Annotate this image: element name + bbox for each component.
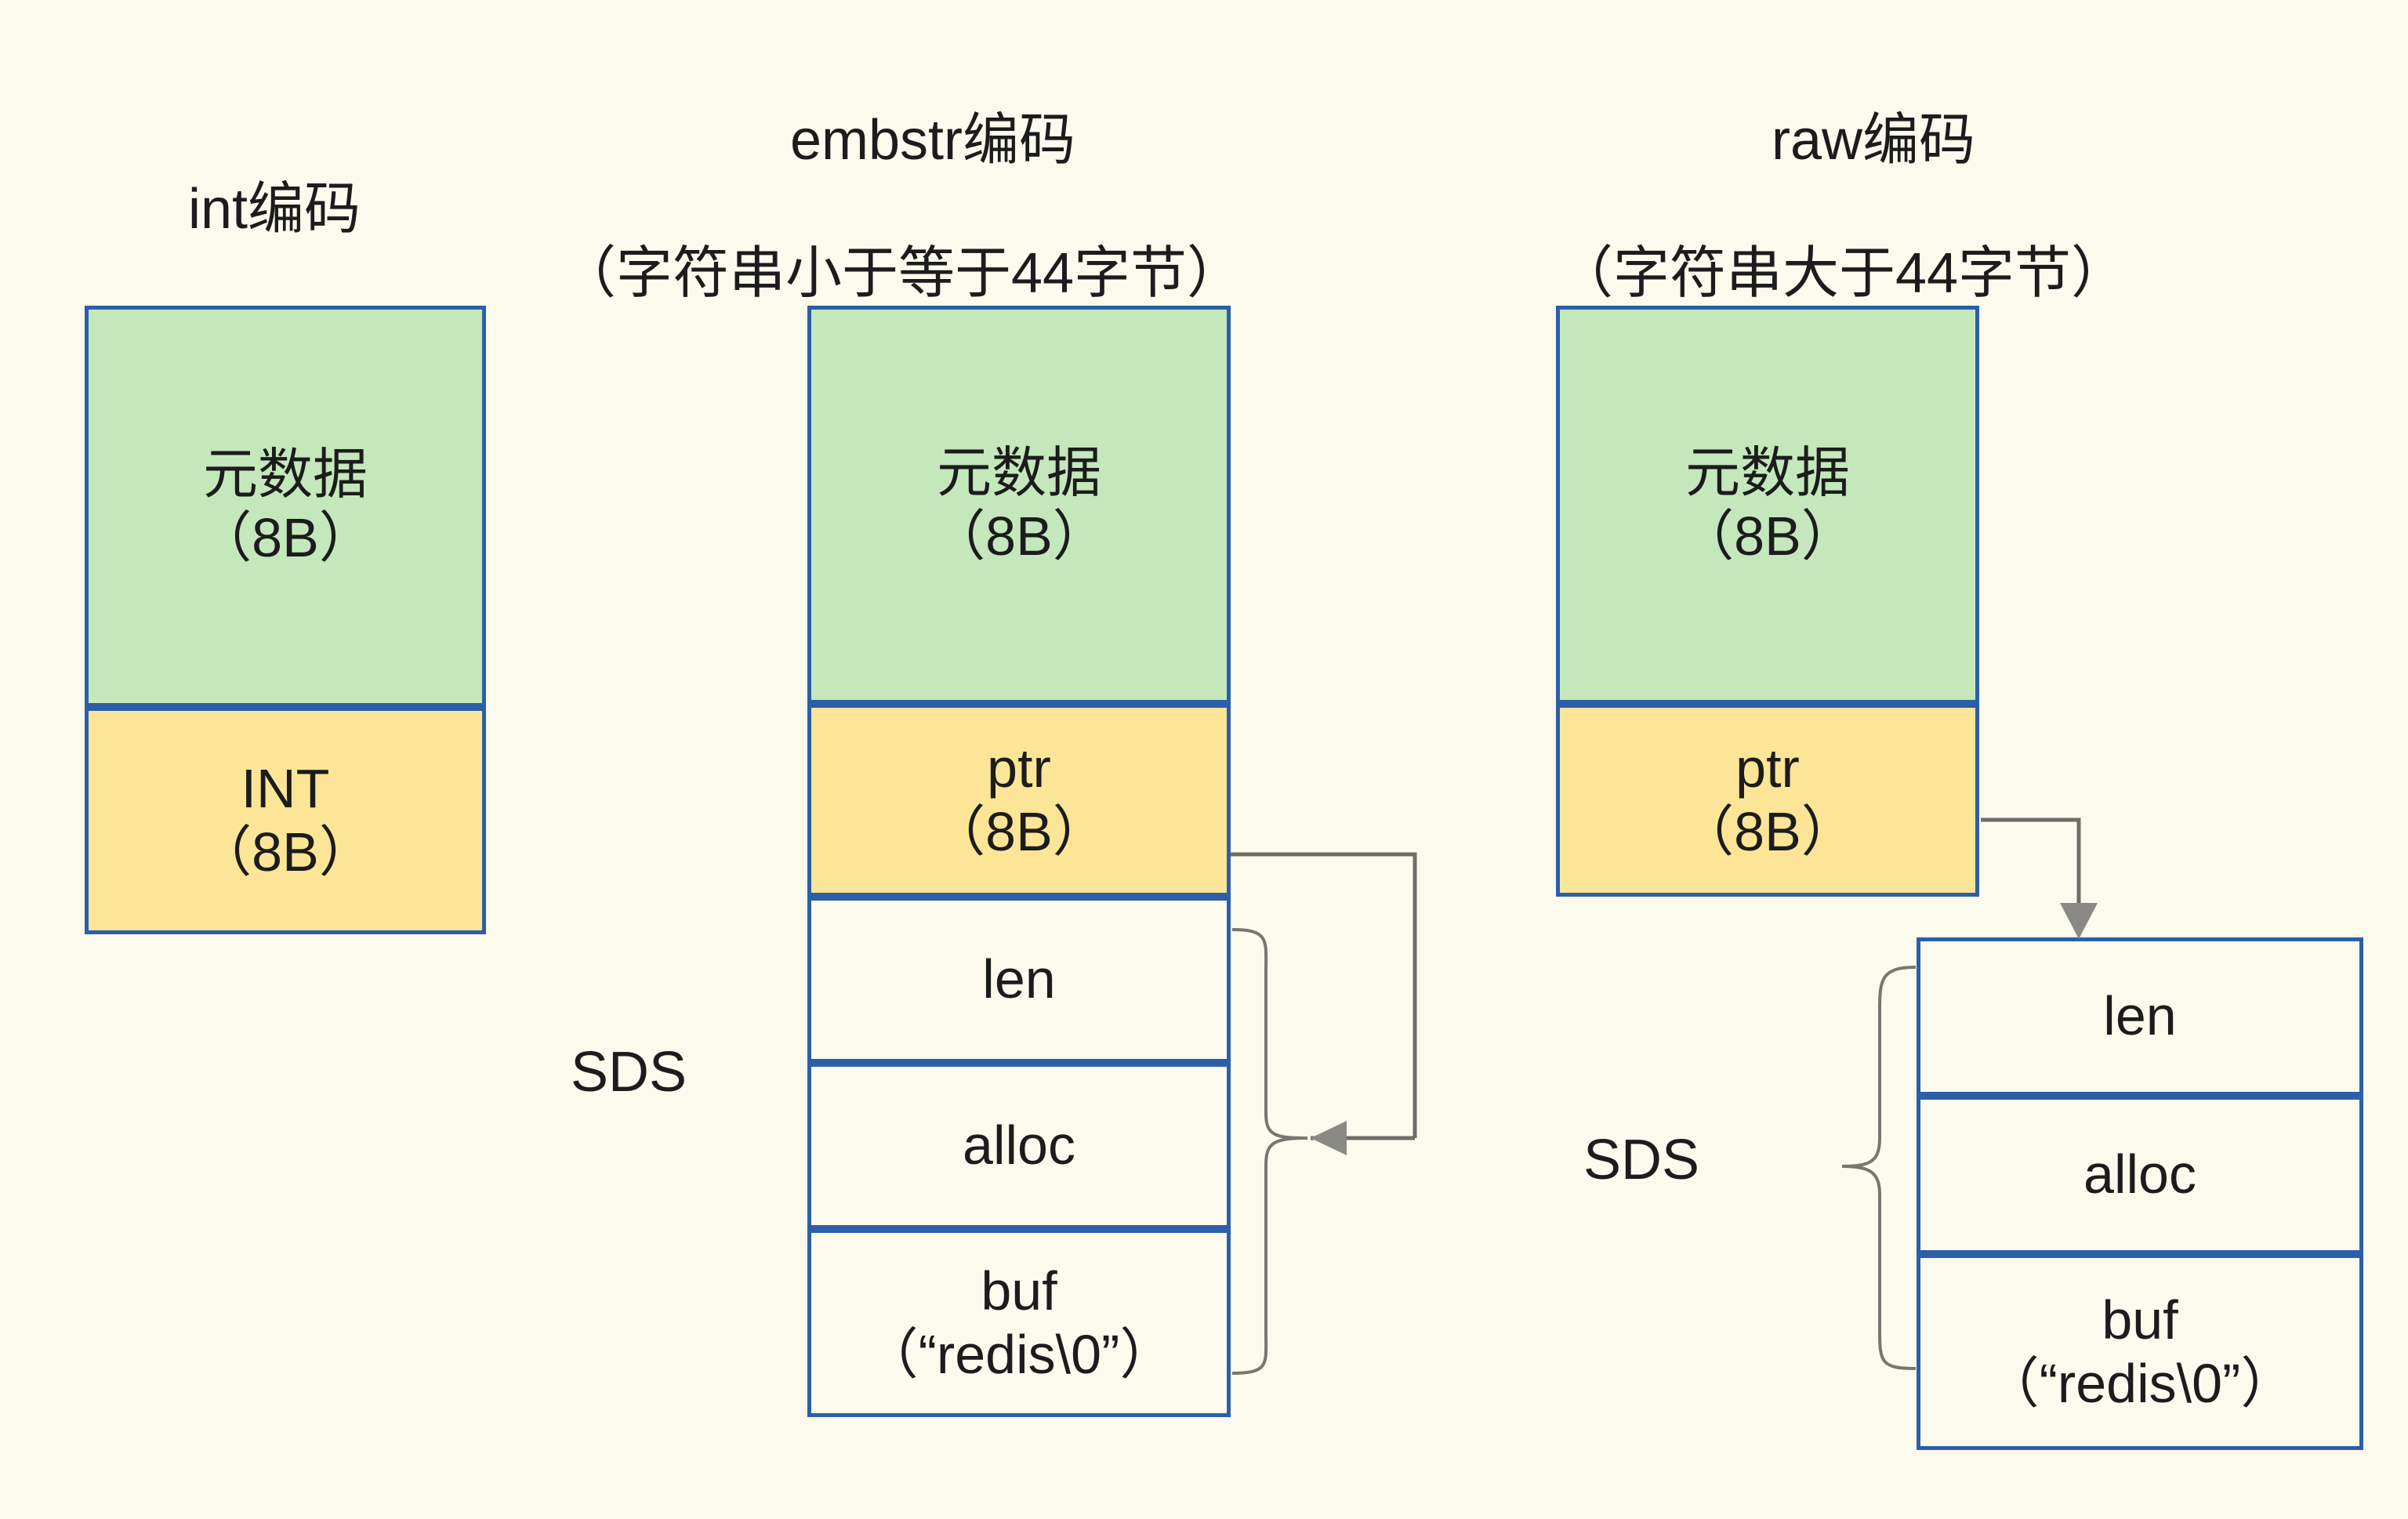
raw-buf-box: buf （“redis\0”） [1917, 1254, 2363, 1450]
title-embstr-line1: embstr编码 [789, 108, 1076, 172]
embstr-buf-box: buf （“redis\0”） [807, 1229, 1231, 1417]
raw-metadata-box: 元数据 （8B） [1556, 306, 1979, 704]
embstr-sds-brace [1231, 928, 1308, 1375]
embstr-len-box: len [807, 897, 1231, 1063]
embstr-alloc-box: alloc [807, 1063, 1231, 1229]
column-title-int: int编码 [47, 110, 439, 310]
embstr-ptr-box: ptr （8B） [807, 704, 1231, 897]
column-title-raw: raw编码 （字符串大于44字节） [1489, 41, 2195, 440]
embstr-metadata-box: 元数据 （8B） [807, 306, 1231, 704]
raw-ptr-connector-line [1981, 818, 2081, 925]
raw-alloc-box: alloc [1917, 1096, 2363, 1254]
column-title-embstr: embstr编码 （字符串小于等于44字节） [549, 41, 1254, 440]
int-metadata-box: 元数据 （8B） [85, 306, 486, 707]
raw-len-box: len [1917, 937, 2363, 1096]
embstr-ptr-connector-line [1231, 852, 1417, 1138]
int-value-box: INT （8B） [85, 707, 486, 934]
title-raw-line1: raw编码 [1771, 108, 1976, 172]
raw-ptr-box: ptr （8B） [1556, 704, 1979, 897]
embstr-sds-label: SDS [571, 1041, 687, 1104]
title-embstr-line2: （字符串小于等于44字节） [559, 241, 1244, 305]
embstr-ptr-arrowhead [1311, 1121, 1347, 1155]
raw-sds-label: SDS [1583, 1129, 1700, 1191]
title-int-line1: int编码 [187, 177, 361, 241]
raw-sds-brace [1841, 966, 1917, 1370]
title-raw-line2: （字符串大于44字节） [1556, 241, 2128, 305]
raw-ptr-arrowhead [2060, 903, 2098, 939]
